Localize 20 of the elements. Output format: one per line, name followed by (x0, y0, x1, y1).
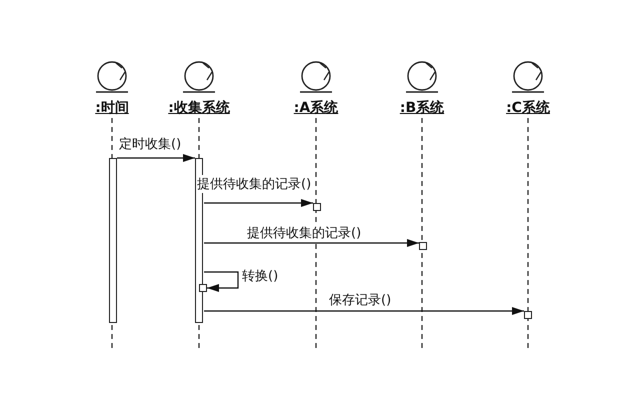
message-arrow (204, 307, 524, 315)
message-label: 保存记录() (328, 291, 392, 309)
message-arrow (204, 199, 313, 207)
activation-box (199, 284, 207, 292)
message-label: 转换() (241, 267, 280, 285)
activation-box (524, 311, 532, 319)
message-label: 定时收集() (118, 135, 182, 153)
message-arrow (204, 271, 239, 292)
activation-box (313, 203, 321, 211)
message-label: 提供待收集的记录() (196, 175, 312, 193)
participant-name: :C系统 (506, 99, 550, 117)
activation-bar (109, 158, 117, 323)
participant-name: :时间 (95, 99, 129, 117)
participant-name: :B系统 (400, 99, 444, 117)
participant-name: :A系统 (294, 99, 338, 117)
message-label: 提供待收集的记录() (246, 224, 362, 242)
participant-name: :收集系统 (168, 99, 230, 117)
activation-box (419, 242, 427, 250)
message-arrow (117, 154, 195, 162)
message-arrow (204, 239, 419, 247)
